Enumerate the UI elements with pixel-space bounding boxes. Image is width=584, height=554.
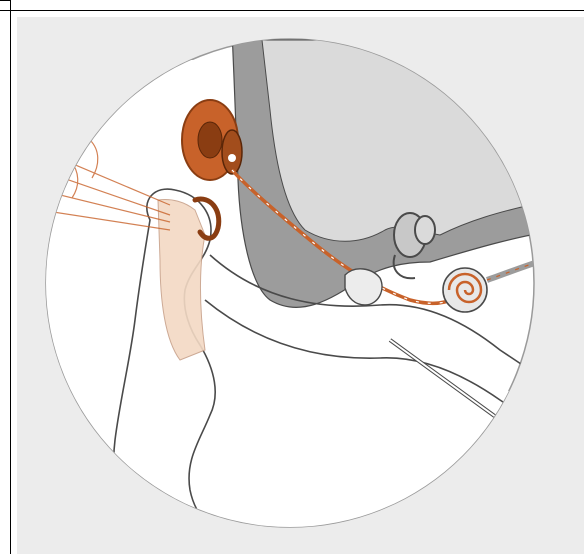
skull-inner-region bbox=[262, 40, 540, 241]
receiver-hole bbox=[228, 154, 236, 162]
receiver-stimulator bbox=[222, 130, 242, 174]
anatomy-group bbox=[30, 30, 560, 554]
transmitter-magnet bbox=[198, 122, 222, 158]
cochlea bbox=[443, 268, 487, 312]
